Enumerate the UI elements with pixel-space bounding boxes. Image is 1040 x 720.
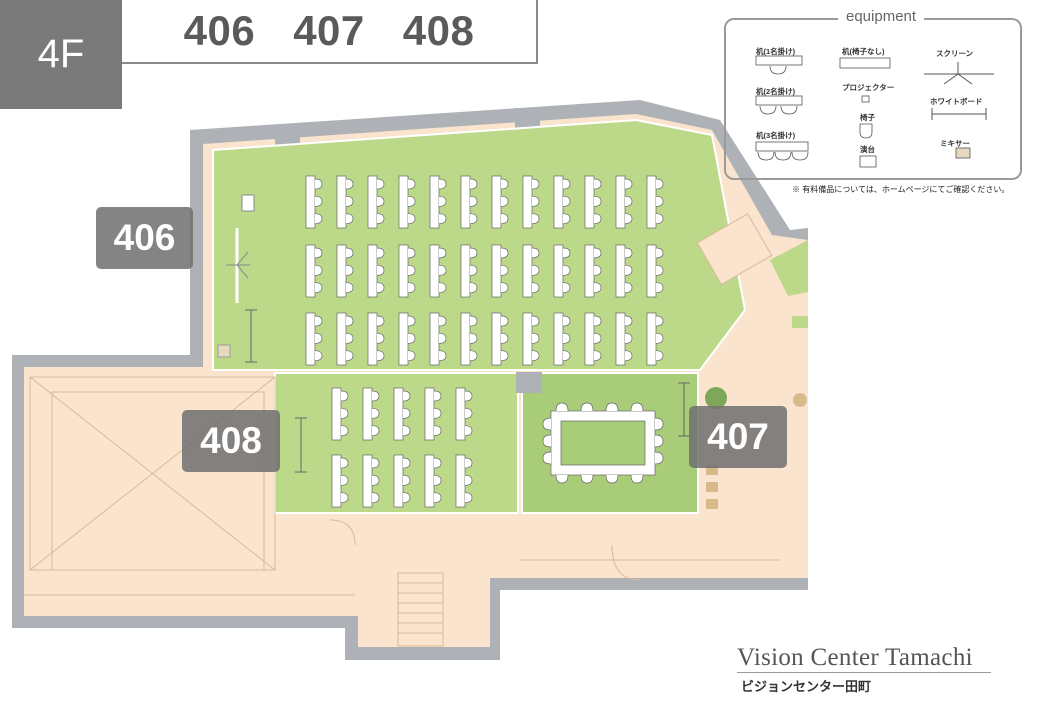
legend-whiteboard-label: ホワイトボード — [930, 97, 983, 106]
desk-with-chairs — [455, 387, 473, 441]
room-tab-408[interactable]: 408 — [402, 7, 475, 54]
legend-podium-label: 演台 — [860, 145, 875, 154]
room-tabs: 406 407 408 — [122, 0, 538, 64]
desk-with-chairs — [305, 312, 323, 366]
legend-note: ※ 有料備品については、ホームページにてご確認ください。 — [792, 185, 1010, 194]
room-label-408[interactable]: 408 — [182, 410, 280, 472]
desk3-icon — [755, 141, 809, 152]
legend-desk1-label: 机(1名掛け) — [756, 47, 796, 56]
desk-with-chairs — [584, 244, 602, 298]
desk-with-chairs — [455, 454, 473, 508]
desk-with-chairs — [367, 312, 385, 366]
room-tab-406[interactable]: 406 — [183, 7, 256, 54]
desk-with-chairs — [646, 244, 664, 298]
desk-with-chairs — [336, 244, 354, 298]
chair-icon — [859, 123, 873, 139]
desk-with-chairs — [584, 175, 602, 229]
desk-with-chairs — [460, 175, 478, 229]
desk-with-chairs — [584, 312, 602, 366]
desk-with-chairs — [491, 175, 509, 229]
mixer-icon — [955, 147, 971, 159]
brand-name-en: Vision Center Tamachi — [737, 644, 973, 671]
desk-with-chairs — [398, 312, 416, 366]
legend-mixer-label: ミキサー — [940, 139, 970, 148]
lobby-area — [696, 213, 808, 509]
desk-with-chairs — [367, 175, 385, 229]
desk-with-chairs — [393, 454, 411, 508]
desk-with-chairs — [646, 175, 664, 229]
void-area — [24, 376, 355, 596]
room-406-area[interactable] — [212, 118, 747, 371]
desk-with-chairs — [491, 244, 509, 298]
desk-with-chairs — [522, 175, 540, 229]
stairs — [329, 519, 780, 647]
desk-with-chairs — [460, 244, 478, 298]
brand-name-jp: ビジョンセンター田町 — [741, 679, 872, 694]
desk-with-chairs — [362, 387, 380, 441]
podium-icon — [241, 194, 255, 212]
screen-icon — [924, 62, 994, 85]
whiteboard-icon — [678, 382, 690, 437]
desk-with-chairs — [553, 175, 571, 229]
room-408-seating — [331, 387, 473, 508]
whiteboard-icon — [295, 417, 307, 473]
desk-nochair-icon — [839, 57, 891, 69]
room-label-406[interactable]: 406 — [96, 207, 193, 269]
room-tab-407[interactable]: 407 — [293, 7, 365, 54]
legend-desk2-label: 机(2名掛け) — [756, 87, 796, 96]
desk-with-chairs — [424, 387, 442, 441]
desk-with-chairs — [331, 454, 349, 508]
desk-with-chairs — [615, 312, 633, 366]
desk-with-chairs — [367, 244, 385, 298]
desk-with-chairs — [615, 175, 633, 229]
desk-with-chairs — [424, 454, 442, 508]
pillar — [516, 372, 542, 393]
legend-chair-label: 椅子 — [860, 113, 875, 122]
desk-with-chairs — [305, 244, 323, 298]
desk-with-chairs — [393, 387, 411, 441]
desk-with-chairs — [398, 175, 416, 229]
desk-with-chairs — [460, 312, 478, 366]
room-406-seating — [305, 175, 664, 366]
desk-with-chairs — [429, 244, 447, 298]
desk-with-chairs — [553, 312, 571, 366]
desk-with-chairs — [336, 312, 354, 366]
desk-with-chairs — [429, 175, 447, 229]
desk-with-chairs — [522, 312, 540, 366]
desk-with-chairs — [362, 454, 380, 508]
legend-desk3-label: 机(3名掛け) — [756, 131, 796, 140]
desk-with-chairs — [398, 244, 416, 298]
desk-with-chairs — [336, 175, 354, 229]
desk-with-chairs — [553, 244, 571, 298]
desk-with-chairs — [331, 387, 349, 441]
equipment-legend: equipment 机(1名掛け) 机(2名掛け) 机(3名掛け) 机(椅子なし… — [724, 8, 1022, 180]
desk-with-chairs — [615, 244, 633, 298]
room-407-seating — [542, 402, 664, 484]
brand-divider — [737, 672, 991, 673]
desk-with-chairs — [522, 244, 540, 298]
desk2-icon — [755, 95, 803, 106]
projector-icon — [861, 95, 870, 103]
podium-icon — [859, 155, 877, 168]
desk-with-chairs — [646, 312, 664, 366]
desk-with-chairs — [491, 312, 509, 366]
legend-screen-label: スクリーン — [936, 49, 974, 58]
desk-with-chairs — [305, 175, 323, 229]
legend-projector-label: プロジェクター — [842, 83, 895, 92]
room-label-407[interactable]: 407 — [689, 406, 787, 468]
hollow-square-tables — [542, 402, 664, 484]
whiteboard-icon — [245, 309, 257, 363]
mixer-icon — [217, 344, 231, 358]
legend-title: equipment — [838, 8, 925, 25]
desk-with-chairs — [429, 312, 447, 366]
desk1-icon — [755, 55, 803, 66]
legend-desk-nochair-label: 机(椅子なし) — [842, 47, 885, 56]
floor-badge: 4F — [0, 0, 122, 109]
whiteboard-icon — [931, 108, 987, 120]
